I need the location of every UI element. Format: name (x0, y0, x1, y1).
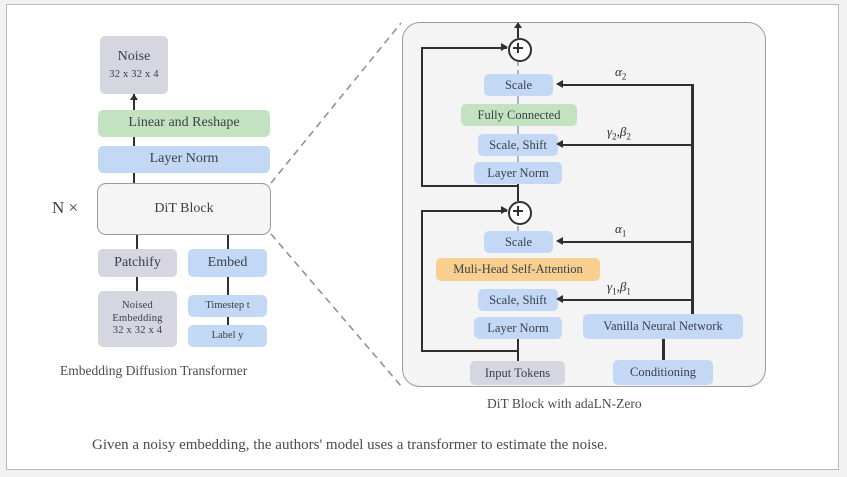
label-alpha-2: α2 (615, 64, 627, 82)
arrow-gammabeta2-to-scaleshift (556, 140, 563, 148)
spine-dash-top-1 (517, 60, 519, 76)
edge-conditioning-to-vnn (662, 339, 665, 360)
label-gamma-beta-1: γ1,β1 (607, 279, 631, 297)
node-embed: Embed (188, 249, 267, 277)
sum-node-top (508, 38, 532, 62)
edge-sumbottom-to-layernorm-mlp (517, 184, 519, 201)
edge-inputtokens-to-layernorm (517, 339, 519, 361)
repeat-count-label: N × (52, 198, 79, 217)
edge-linear-to-layernorm (133, 137, 135, 146)
edge-gammabeta2-to-scaleshift (563, 144, 693, 146)
arrow-residual-top-into-sum (501, 43, 508, 51)
arrow-residual-bottom-into-sum (501, 206, 508, 214)
arrow-gammabeta1-to-scaleshift (556, 295, 563, 303)
residual-top-bottom-segment (421, 185, 518, 187)
residual-bottom-vertical (421, 211, 423, 352)
residual-top-into-sum (421, 47, 507, 49)
arrow-alpha1-to-scale (556, 237, 563, 245)
node-scale-shift-attn: Scale, Shift (478, 289, 558, 311)
edge-alpha2-to-scale (563, 84, 693, 86)
node-noise: Noise 32 x 32 x 4 (100, 36, 168, 94)
node-scale-attn: Scale (484, 231, 553, 253)
node-conditioning: Conditioning (613, 360, 713, 385)
node-noised-embedding-line1: Noised (122, 300, 153, 312)
label-alpha-1: α1 (615, 221, 627, 239)
node-layer-norm-left: Layer Norm (98, 146, 270, 173)
residual-top-vertical (421, 48, 423, 187)
arrow-output-up (514, 22, 522, 28)
sum-node-bottom (508, 201, 532, 225)
node-dit-block: DiT Block (97, 183, 271, 235)
node-noised-embedding-line2: Embedding (112, 312, 163, 324)
edge-ditblock-to-embed (227, 235, 229, 249)
edge-embed-to-timestep (227, 277, 229, 295)
node-input-tokens: Input Tokens (470, 361, 565, 385)
conditioning-bus (691, 84, 694, 314)
caption-bottom: Given a noisy embedding, the authors' mo… (92, 437, 608, 453)
node-noise-title: Noise (117, 48, 151, 64)
edge-timestep-to-label (227, 317, 229, 325)
node-noised-embedding-shape: 32 x 32 x 4 (112, 325, 163, 337)
node-vanilla-neural-network: Vanilla Neural Network (583, 314, 743, 339)
node-multi-head-self-attention: Muli-Head Self-Attention (436, 258, 600, 281)
spine-dash-top-4 (517, 155, 519, 163)
edge-layernorm-to-ditblock (133, 173, 135, 183)
arrow-noise-to-linear (130, 94, 138, 100)
node-fully-connected: Fully Connected (461, 104, 577, 126)
arrow-alpha2-to-scale (556, 80, 563, 88)
node-noise-shape: 32 x 32 x 4 (109, 69, 159, 81)
residual-bottom-segment (421, 350, 518, 352)
node-layer-norm-mlp: Layer Norm (474, 162, 562, 184)
edge-output-up (517, 24, 519, 38)
node-scale-shift-mlp: Scale, Shift (478, 134, 558, 156)
caption-left: Embedding Diffusion Transformer (60, 363, 248, 378)
edge-gammabeta1-to-scaleshift (563, 299, 693, 301)
node-scale-mlp: Scale (484, 74, 553, 96)
caption-right: DiT Block with adaLN-Zero (487, 396, 642, 411)
node-label-y: Label y (188, 325, 267, 347)
label-gamma-beta-2: γ2,β2 (607, 124, 631, 142)
node-noised-embedding: Noised Embedding 32 x 32 x 4 (98, 291, 177, 347)
edge-noise-to-linear (133, 94, 135, 110)
edge-ditblock-to-patchify (136, 235, 138, 249)
node-layer-norm-attn: Layer Norm (474, 317, 562, 339)
residual-bottom-into-sum (421, 210, 507, 212)
node-timestep: Timestep t (188, 295, 267, 317)
spine-dash-top-2 (517, 95, 519, 105)
node-linear-and-reshape: Linear and Reshape (98, 110, 270, 137)
node-patchify: Patchify (98, 249, 177, 277)
edge-alpha1-to-scale (563, 241, 693, 243)
spine-dash-top-3 (517, 125, 519, 135)
edge-patchify-to-noised-embedding (136, 277, 138, 291)
